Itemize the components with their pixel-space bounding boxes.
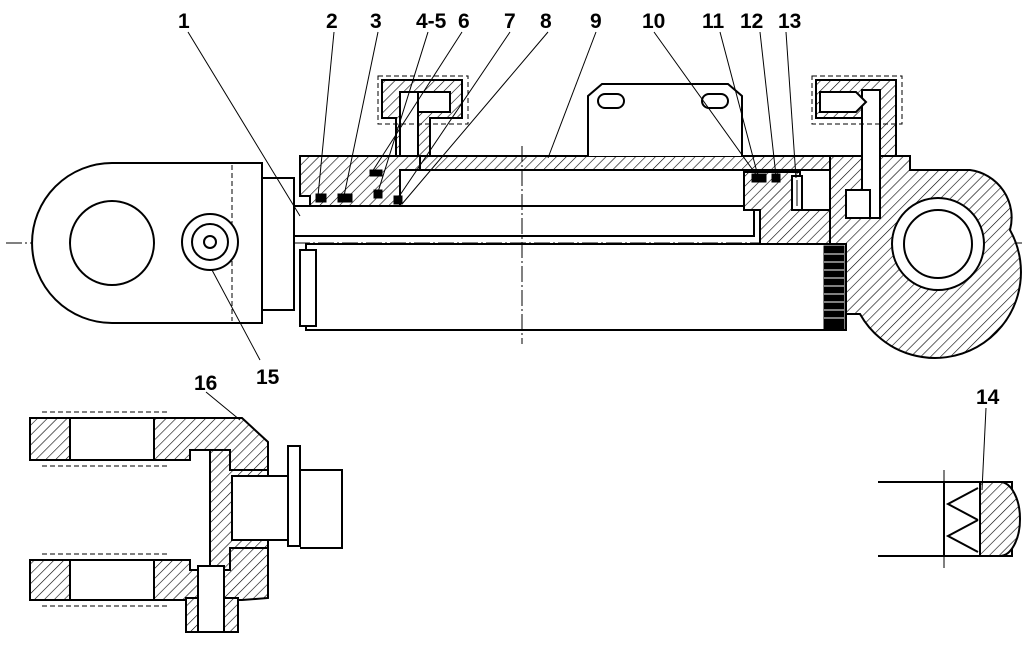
cylinder-head	[299, 155, 421, 207]
label-12: 12	[740, 10, 763, 33]
detail-14	[878, 470, 1021, 568]
seal-2	[315, 193, 327, 203]
label-4-5: 4-5	[416, 10, 447, 33]
main-cylinder-view	[6, 75, 1022, 359]
cap-eye-bore	[903, 209, 973, 279]
piston-10	[743, 171, 831, 245]
label-15: 15	[256, 366, 280, 389]
rod-end-block	[261, 177, 295, 311]
piston-rod-1	[293, 205, 755, 237]
seal-3	[337, 193, 353, 203]
label-13: 13	[778, 10, 801, 33]
clevis-bore	[231, 475, 289, 541]
seal-6	[369, 169, 383, 177]
rod-eye-bore	[69, 200, 155, 286]
seal-7	[393, 195, 403, 205]
part-labels: 1 2 3 4-5 6 7 8 9 10 11 12 13 14 15 16	[178, 10, 1000, 409]
barrel-threaded-end	[823, 245, 845, 331]
clevis-grease-fitting	[197, 565, 225, 633]
label-16: 16	[194, 372, 217, 395]
label-11: 11	[702, 10, 725, 33]
label-7: 7	[504, 10, 516, 33]
label-6: 6	[458, 10, 470, 33]
label-10: 10	[642, 10, 665, 33]
label-8: 8	[540, 10, 552, 33]
label-1: 1	[178, 10, 190, 33]
clevis-detail-16	[29, 411, 343, 633]
leader-lines	[187, 31, 987, 491]
label-9: 9	[590, 10, 602, 33]
label-2: 2	[326, 10, 338, 33]
label-14: 14	[976, 386, 1000, 409]
label-3: 3	[370, 10, 382, 33]
o-ring-4-5	[373, 189, 383, 199]
detail-14-section	[979, 481, 1021, 557]
cylinder-barrel-9	[419, 155, 849, 171]
cylinder-barrel-lower	[305, 243, 847, 331]
